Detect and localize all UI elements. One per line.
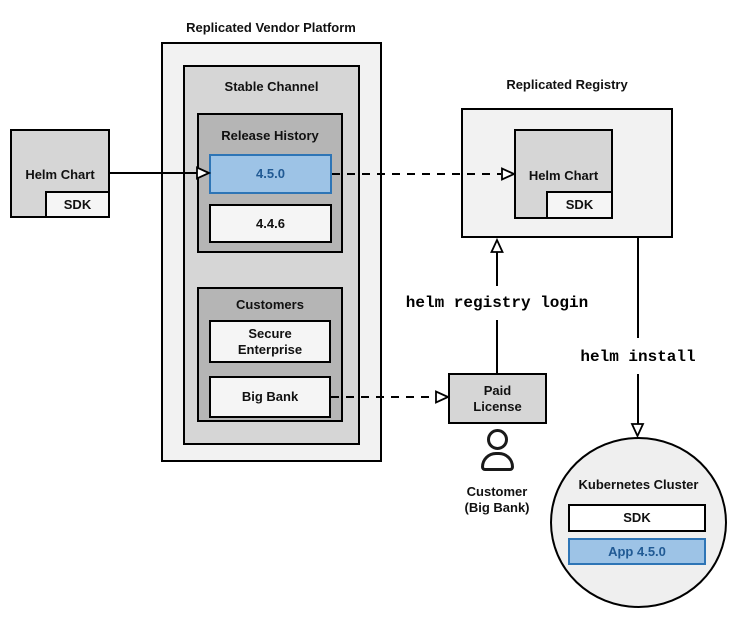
- kubernetes-cluster-title: Kubernetes Cluster: [578, 477, 699, 492]
- kubernetes-app-box: App 4.5.0: [568, 538, 706, 565]
- registry-sdk-box: SDK: [546, 191, 613, 219]
- customer-secure-enterprise-box: Secure Enterprise: [209, 320, 331, 363]
- source-helm-chart-label: Helm Chart: [25, 167, 95, 182]
- command-helm-install: helm install: [580, 348, 696, 366]
- registry-helm-chart-label: Helm Chart: [528, 168, 599, 183]
- kubernetes-sdk-label: SDK: [623, 510, 651, 526]
- kubernetes-sdk-box: SDK: [568, 504, 706, 532]
- vendor-platform-title: Replicated Vendor Platform: [186, 20, 356, 35]
- release-4-5-0-label: 4.5.0: [256, 166, 285, 182]
- arrowhead-right-icon: [435, 390, 451, 404]
- arrowhead-up-icon: [490, 237, 504, 253]
- arrowhead-down-icon: [630, 423, 645, 439]
- person-body-icon: [481, 452, 514, 471]
- registry-sdk-label: SDK: [565, 197, 594, 213]
- customer-secure-enterprise-label: Secure Enterprise: [237, 325, 303, 357]
- release-4-5-0-box: 4.5.0: [209, 154, 332, 194]
- source-sdk-box: SDK: [45, 191, 110, 218]
- person-icon: [487, 429, 508, 450]
- release-4-4-6-label: 4.4.6: [256, 215, 285, 231]
- kubernetes-app-label: App 4.5.0: [608, 543, 666, 559]
- stable-channel-title: Stable Channel: [224, 79, 319, 94]
- source-sdk-label: SDK: [63, 196, 92, 212]
- paid-license-label: Paid License: [473, 382, 522, 414]
- customer-big-bank-box: Big Bank: [209, 376, 331, 418]
- customers-title: Customers: [236, 297, 304, 312]
- release-4-4-6-box: 4.4.6: [209, 204, 332, 243]
- registry-title: Replicated Registry: [506, 77, 628, 92]
- customer-big-bank-label: Big Bank: [241, 389, 299, 405]
- paid-license-box: Paid License: [448, 373, 547, 424]
- customer-caption: Customer (Big Bank): [464, 484, 530, 515]
- release-history-title: Release History: [221, 128, 319, 143]
- command-helm-registry-login: helm registry login: [405, 294, 589, 312]
